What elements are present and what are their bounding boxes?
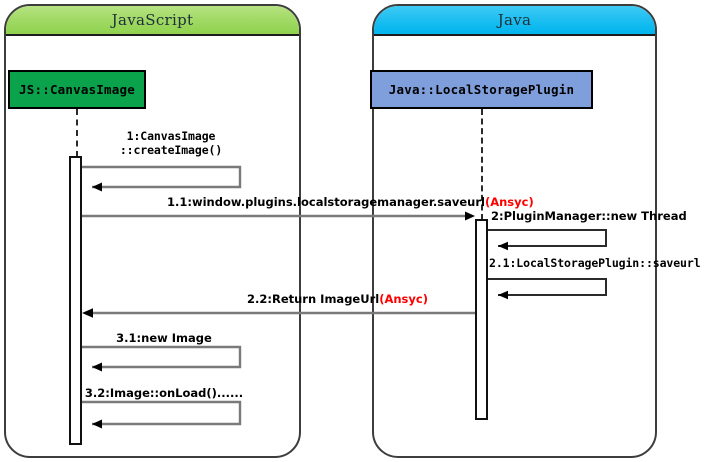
- message-3-2-label: 3.2:Image::onLoad()......: [84, 386, 244, 401]
- frame-javascript-title: JavaScript: [111, 11, 194, 29]
- message-2-label-text: 2:PluginManager::new Thread: [491, 209, 687, 223]
- message-1-label: 1:CanvasImage ::createImage(): [96, 129, 246, 157]
- lifeline-js-canvasimage: [76, 109, 78, 157]
- message-2-1-label: 2.1:LocalStoragePlugin::saveurl: [489, 256, 701, 271]
- message-1-1-arrow: [82, 209, 478, 223]
- participant-java-localstorageplugin[interactable]: Java::LocalStoragePlugin: [370, 70, 593, 109]
- participant-js-canvasimage-label: JS::CanvasImage: [19, 82, 135, 97]
- frame-javascript-header: JavaScript: [6, 6, 299, 36]
- message-3-1-label-text: 3.1:new Image: [116, 331, 212, 345]
- message-2-2-label-accent: (Ansyc): [379, 292, 428, 306]
- message-1-arrow: [82, 165, 247, 193]
- message-2-2-arrow: [82, 306, 478, 320]
- activation-bar-java-localstorageplugin: [475, 219, 488, 420]
- frame-java-title: Java: [497, 11, 532, 29]
- message-1-1-label: 1.1:window.plugins.localstoragemanager.s…: [167, 195, 534, 210]
- frame-java-header: Java: [374, 6, 655, 36]
- message-3-1-arrow: [82, 345, 247, 373]
- message-1-label-line2: ::createImage(): [119, 142, 223, 157]
- activation-bar-js-canvasimage: [69, 156, 82, 445]
- participant-js-canvasimage[interactable]: JS::CanvasImage: [8, 70, 146, 109]
- message-1-1-label-accent: (Ansyc): [484, 195, 534, 209]
- message-2-2-label: 2.2:Return ImageUrl(Ansyc): [247, 292, 428, 307]
- message-2-1-label-text: 2.1:LocalStoragePlugin::saveurl: [489, 256, 701, 270]
- message-1-label-line1: 1:CanvasImage: [126, 129, 216, 143]
- message-1-1-label-text: 1.1:window.plugins.localstoragemanager.s…: [167, 195, 485, 209]
- message-3-1-label: 3.1:new Image: [84, 331, 244, 346]
- message-2-1-arrow: [488, 277, 613, 301]
- message-2-arrow: [488, 228, 613, 252]
- message-3-2-label-text: 3.2:Image::onLoad()......: [84, 386, 244, 400]
- lifeline-java-localstorageplugin: [481, 109, 483, 220]
- participant-java-localstorageplugin-label: Java::LocalStoragePlugin: [388, 82, 575, 97]
- message-3-2-arrow: [82, 400, 247, 430]
- message-2-2-label-text: 2.2:Return ImageUrl: [247, 292, 380, 306]
- frame-java: Java: [372, 4, 657, 458]
- message-2-label: 2:PluginManager::new Thread: [491, 209, 687, 224]
